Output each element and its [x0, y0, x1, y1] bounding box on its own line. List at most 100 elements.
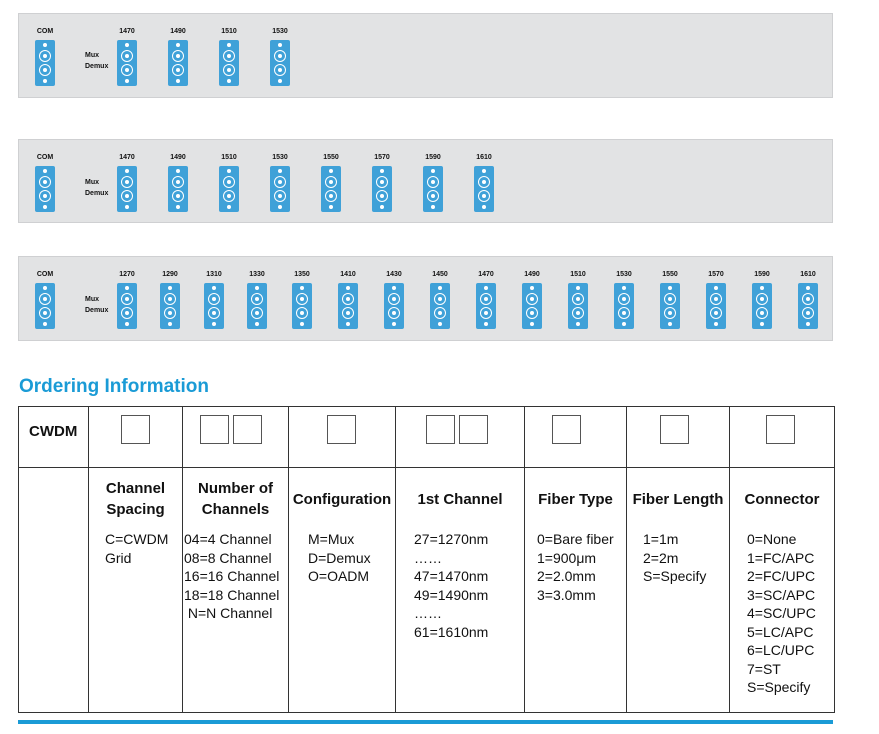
channel-label: 1570 [374, 154, 390, 161]
adapter-icon [168, 166, 188, 212]
code-box[interactable] [459, 415, 488, 444]
adapter-icon [706, 283, 726, 329]
adapter-icon [522, 283, 542, 329]
adapter-icon [798, 283, 818, 329]
channel-label: 1510 [221, 28, 237, 35]
option-text: 18=18 Channel [184, 586, 280, 603]
option-text: D=Demux [308, 549, 371, 566]
channel-label: 1350 [294, 271, 310, 278]
mux-label: Mux [85, 296, 99, 303]
adapter-icon [219, 166, 239, 212]
option-text: …… [414, 605, 442, 621]
option-text: 49=1490nm [414, 586, 489, 603]
section-title: Ordering Information [19, 376, 209, 397]
channel-label: 1550 [662, 271, 678, 278]
option-text: 04=4 Channel [184, 531, 272, 547]
option-text: 0=Bare fiber [537, 531, 614, 547]
panel-4ch: COM Mux Demux 1470 1490 1510 1530 [18, 13, 833, 98]
adapter-icon [660, 283, 680, 329]
option-text: 6=LC/UPC [747, 642, 815, 658]
option-text: 47=1470nm [414, 568, 489, 584]
option-text: M=Mux [308, 531, 355, 547]
code-box[interactable] [327, 415, 356, 444]
channel-label: 1510 [570, 271, 586, 278]
option-text: 16=16 Channel [184, 568, 280, 584]
adapter-icon [35, 166, 55, 212]
channel-label: 1470 [119, 28, 135, 35]
adapter-icon [384, 283, 404, 329]
adapter-icon [752, 283, 772, 329]
code-box[interactable] [426, 415, 455, 444]
adapter-icon [117, 283, 137, 329]
channel-label: 1290 [162, 271, 178, 278]
option-text: 2=2.0mm [537, 568, 596, 584]
demux-label: Demux [85, 190, 109, 197]
channel-label: 1550 [323, 154, 339, 161]
adapter-icon [204, 283, 224, 329]
adapter-icon [168, 40, 188, 86]
adapter-icon [474, 166, 494, 212]
blank-cell [18, 467, 89, 713]
channel-label: 1490 [170, 154, 186, 161]
code-slot-connector [729, 406, 835, 468]
adapter-icon [614, 283, 634, 329]
option-text: 3=3.0mm [537, 586, 596, 603]
option-text: 2=2m [643, 549, 679, 566]
channel-label: 1490 [170, 28, 186, 35]
mux-label: Mux [85, 52, 99, 59]
option-text: 2=FC/UPC [747, 568, 816, 584]
panel-8ch: COM Mux Demux 1470 1490 1510 1530 1550 1… [18, 139, 833, 223]
channel-label: 1470 [119, 154, 135, 161]
header-fiber-length: Fiber Length [626, 467, 730, 530]
code-slot-first-channel [395, 406, 525, 468]
adapter-icon [476, 283, 496, 329]
code-box[interactable] [233, 415, 262, 444]
ordering-table: CWDM Channel Spacing Number of Channels … [18, 406, 835, 713]
options-connector: 0=None 1=FC/APC 2=FC/UPC 3=SC/APC 4=SC/U… [729, 530, 835, 713]
code-box[interactable] [660, 415, 689, 444]
code-box[interactable] [200, 415, 229, 444]
header-channel-spacing: Channel Spacing [88, 467, 183, 530]
code-box[interactable] [766, 415, 795, 444]
adapter-icon [219, 40, 239, 86]
channel-label: 1510 [221, 154, 237, 161]
code-box[interactable] [121, 415, 150, 444]
adapter-icon [568, 283, 588, 329]
option-text: S=Specify [747, 679, 811, 695]
adapter-icon [160, 283, 180, 329]
code-box[interactable] [552, 415, 581, 444]
adapter-icon [372, 166, 392, 212]
header-first-channel: 1st Channel [395, 467, 525, 530]
option-text: O=OADM [308, 568, 370, 584]
adapter-icon [423, 166, 443, 212]
channel-label: 1610 [800, 271, 816, 278]
adapter-icon [117, 40, 137, 86]
com-label: COM [36, 154, 54, 161]
option-text: 1=1m [643, 531, 679, 547]
options-channel-spacing: C=CWDM Grid [88, 530, 183, 713]
channel-label: 1590 [425, 154, 441, 161]
header-configuration: Configuration [288, 467, 396, 530]
com-label: COM [36, 28, 54, 35]
channel-label: 1430 [386, 271, 402, 278]
option-text: N=N Channel [184, 605, 273, 621]
adapter-icon [247, 283, 267, 329]
adapter-icon [321, 166, 341, 212]
option-text: 7=ST [747, 660, 781, 677]
adapter-icon [270, 166, 290, 212]
mux-demux-label: Mux Demux [85, 50, 108, 72]
code-slot-config [288, 406, 396, 468]
options-fiber-type: 0=Bare fiber 1=900μm 2=2.0mm 3=3.0mm [524, 530, 627, 713]
code-slot-spacing [88, 406, 183, 468]
channel-label: 1470 [478, 271, 494, 278]
panel-16ch: COM Mux Demux 1270 1290 1310 1330 1350 1… [18, 256, 833, 341]
channel-label: 1490 [524, 271, 540, 278]
adapter-icon [35, 40, 55, 86]
footer-divider [18, 720, 833, 724]
channel-label: 1450 [432, 271, 448, 278]
option-text: 3=SC/APC [747, 586, 816, 603]
channel-label: 1310 [206, 271, 222, 278]
header-number-of-channels: Number of Channels [182, 467, 289, 530]
channel-label: 1330 [249, 271, 265, 278]
adapter-icon [35, 283, 55, 329]
